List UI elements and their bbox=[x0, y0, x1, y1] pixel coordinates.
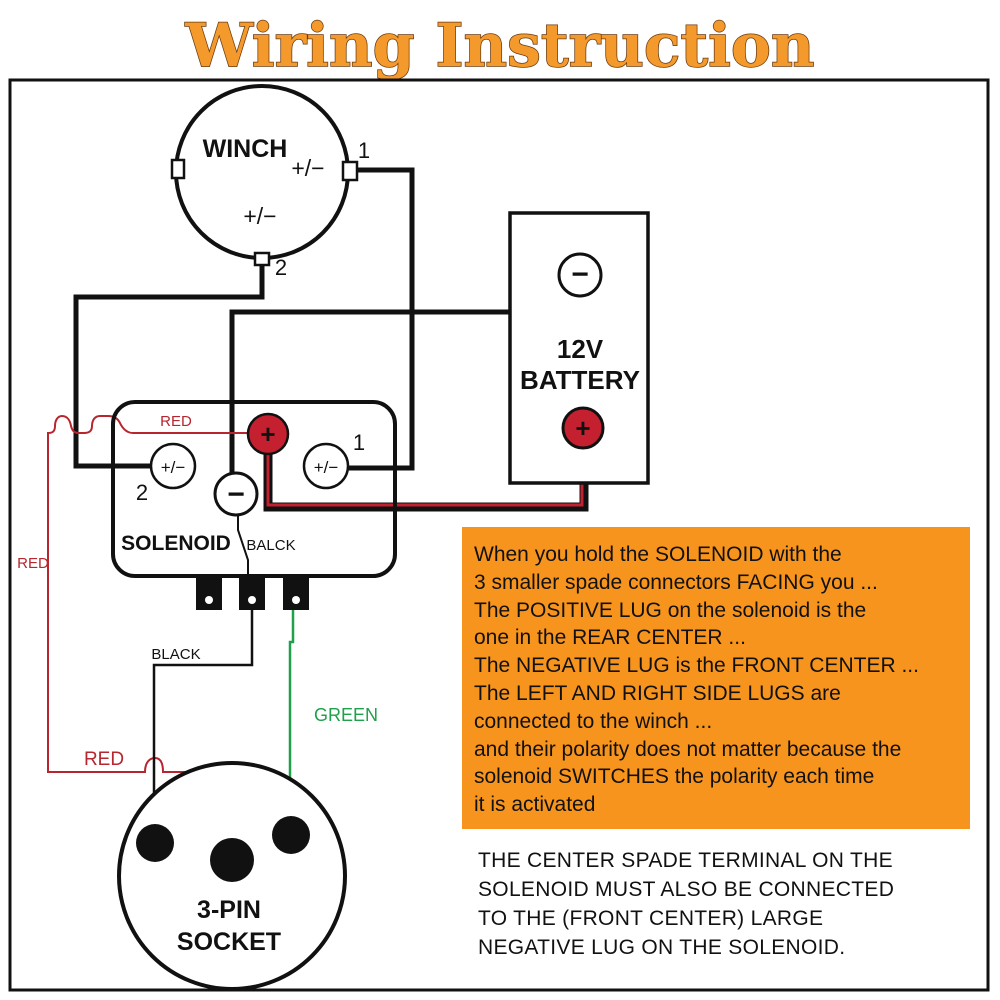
wire-label-red-left: RED bbox=[17, 555, 49, 572]
explanation-line: The LEFT AND RIGHT SIDE LUGS are bbox=[474, 681, 841, 705]
battery-label: BATTERY bbox=[520, 365, 640, 395]
wire-winch2-to-solenoid-left bbox=[73, 262, 265, 469]
spade-hole-center bbox=[248, 596, 256, 604]
explanation-line: and their polarity does not matter becau… bbox=[474, 737, 902, 761]
spade-connector-left bbox=[196, 575, 222, 610]
bottom-note-line: THE CENTER SPADE TERMINAL ON THE bbox=[478, 849, 893, 872]
spade-connector-center bbox=[239, 575, 265, 610]
battery: − 12V BATTERY + bbox=[508, 211, 650, 485]
bottom-note-line: NEGATIVE LUG ON THE SOLENOID. bbox=[478, 936, 846, 959]
wire-label-green: GREEN bbox=[314, 705, 378, 725]
winch: WINCH +/− +/− 1 2 bbox=[170, 84, 370, 280]
winch-left-tab bbox=[170, 158, 186, 180]
wire-black-spade-to-socket bbox=[152, 598, 254, 830]
winch-terminal-1-number: 1 bbox=[358, 138, 370, 163]
wire-balck-negative-to-spade bbox=[237, 512, 249, 578]
solenoid-positive-lug bbox=[246, 412, 290, 456]
winch-terminal-2 bbox=[253, 251, 271, 267]
spade-hole-left bbox=[205, 596, 213, 604]
solenoid-positive-symbol: + bbox=[260, 419, 275, 449]
battery-negative-symbol: − bbox=[571, 258, 589, 291]
winch-terminal-1-polarity: +/− bbox=[291, 155, 324, 181]
socket-pin-left bbox=[136, 824, 174, 862]
battery-label-voltage: 12V bbox=[557, 334, 604, 364]
solenoid-negative-symbol: − bbox=[227, 478, 245, 511]
wire-green-spade-to-socket bbox=[288, 600, 295, 825]
wire-winch1-to-solenoid-right bbox=[347, 167, 415, 471]
bottom-note-line: SOLENOID MUST ALSO BE CONNECTED bbox=[478, 878, 895, 901]
winch-label: WINCH bbox=[203, 135, 288, 163]
solenoid-right-lug-polarity: +/− bbox=[314, 458, 339, 477]
wire-label-balck: BALCK bbox=[246, 537, 295, 554]
explanation-line: one in the REAR CENTER ... bbox=[474, 626, 746, 650]
solenoid-right-lug bbox=[302, 442, 350, 490]
solenoid: +/− +/− + − SOLENOID BALCK 2 1 bbox=[111, 400, 397, 610]
wire-label-black: BLACK bbox=[151, 646, 200, 663]
wire-label-red-top: RED bbox=[160, 413, 192, 430]
solenoid-left-lug-polarity: +/− bbox=[161, 458, 186, 477]
battery-negative-terminal bbox=[557, 252, 603, 298]
explanation-line: 3 smaller spade connectors FACING you ..… bbox=[474, 570, 878, 594]
outer-frame bbox=[8, 78, 990, 992]
diagram-title: Wiring Instruction bbox=[184, 11, 814, 81]
explanation-line: When you hold the SOLENOID with the bbox=[474, 543, 842, 566]
socket-label-line1: 3-PIN bbox=[197, 896, 261, 924]
solenoid-left-lug bbox=[149, 442, 197, 490]
solenoid-label: SOLENOID bbox=[121, 532, 231, 555]
explanation-line: connected to the winch ... bbox=[474, 709, 713, 733]
explanation-line: it is activated bbox=[474, 793, 596, 817]
explanation-box: When you hold the SOLENOID with the 3 sm… bbox=[462, 527, 970, 829]
socket: 3-PIN SOCKET bbox=[117, 761, 347, 991]
explanation-line: solenoid SWITCHES the polarity each time bbox=[474, 765, 875, 789]
solenoid-left-number: 2 bbox=[136, 480, 148, 505]
battery-positive-terminal bbox=[561, 406, 605, 450]
solenoid-right-number: 1 bbox=[353, 430, 365, 455]
bottom-note: THE CENTER SPADE TERMINAL ON THE SOLENOI… bbox=[478, 846, 978, 962]
socket-pin-center bbox=[210, 838, 254, 882]
spade-connector-right bbox=[283, 575, 309, 610]
battery-positive-symbol: + bbox=[575, 413, 590, 443]
socket-label-line2: SOCKET bbox=[177, 928, 281, 956]
wire-label-red-bottom: RED bbox=[84, 749, 124, 770]
spade-hole-right bbox=[292, 596, 300, 604]
explanation-line: The NEGATIVE LUG is the FRONT CENTER ... bbox=[474, 654, 919, 678]
explanation-line: The POSITIVE LUG on the solenoid is the bbox=[474, 598, 867, 622]
solenoid-negative-lug bbox=[213, 471, 259, 517]
socket-pin-right bbox=[272, 816, 310, 854]
winch-terminal-1 bbox=[341, 160, 359, 182]
winch-terminal-2-polarity: +/− bbox=[243, 203, 276, 229]
winch-terminal-2-number: 2 bbox=[275, 255, 287, 280]
bottom-note-line: TO THE (FRONT CENTER) LARGE bbox=[478, 907, 824, 930]
